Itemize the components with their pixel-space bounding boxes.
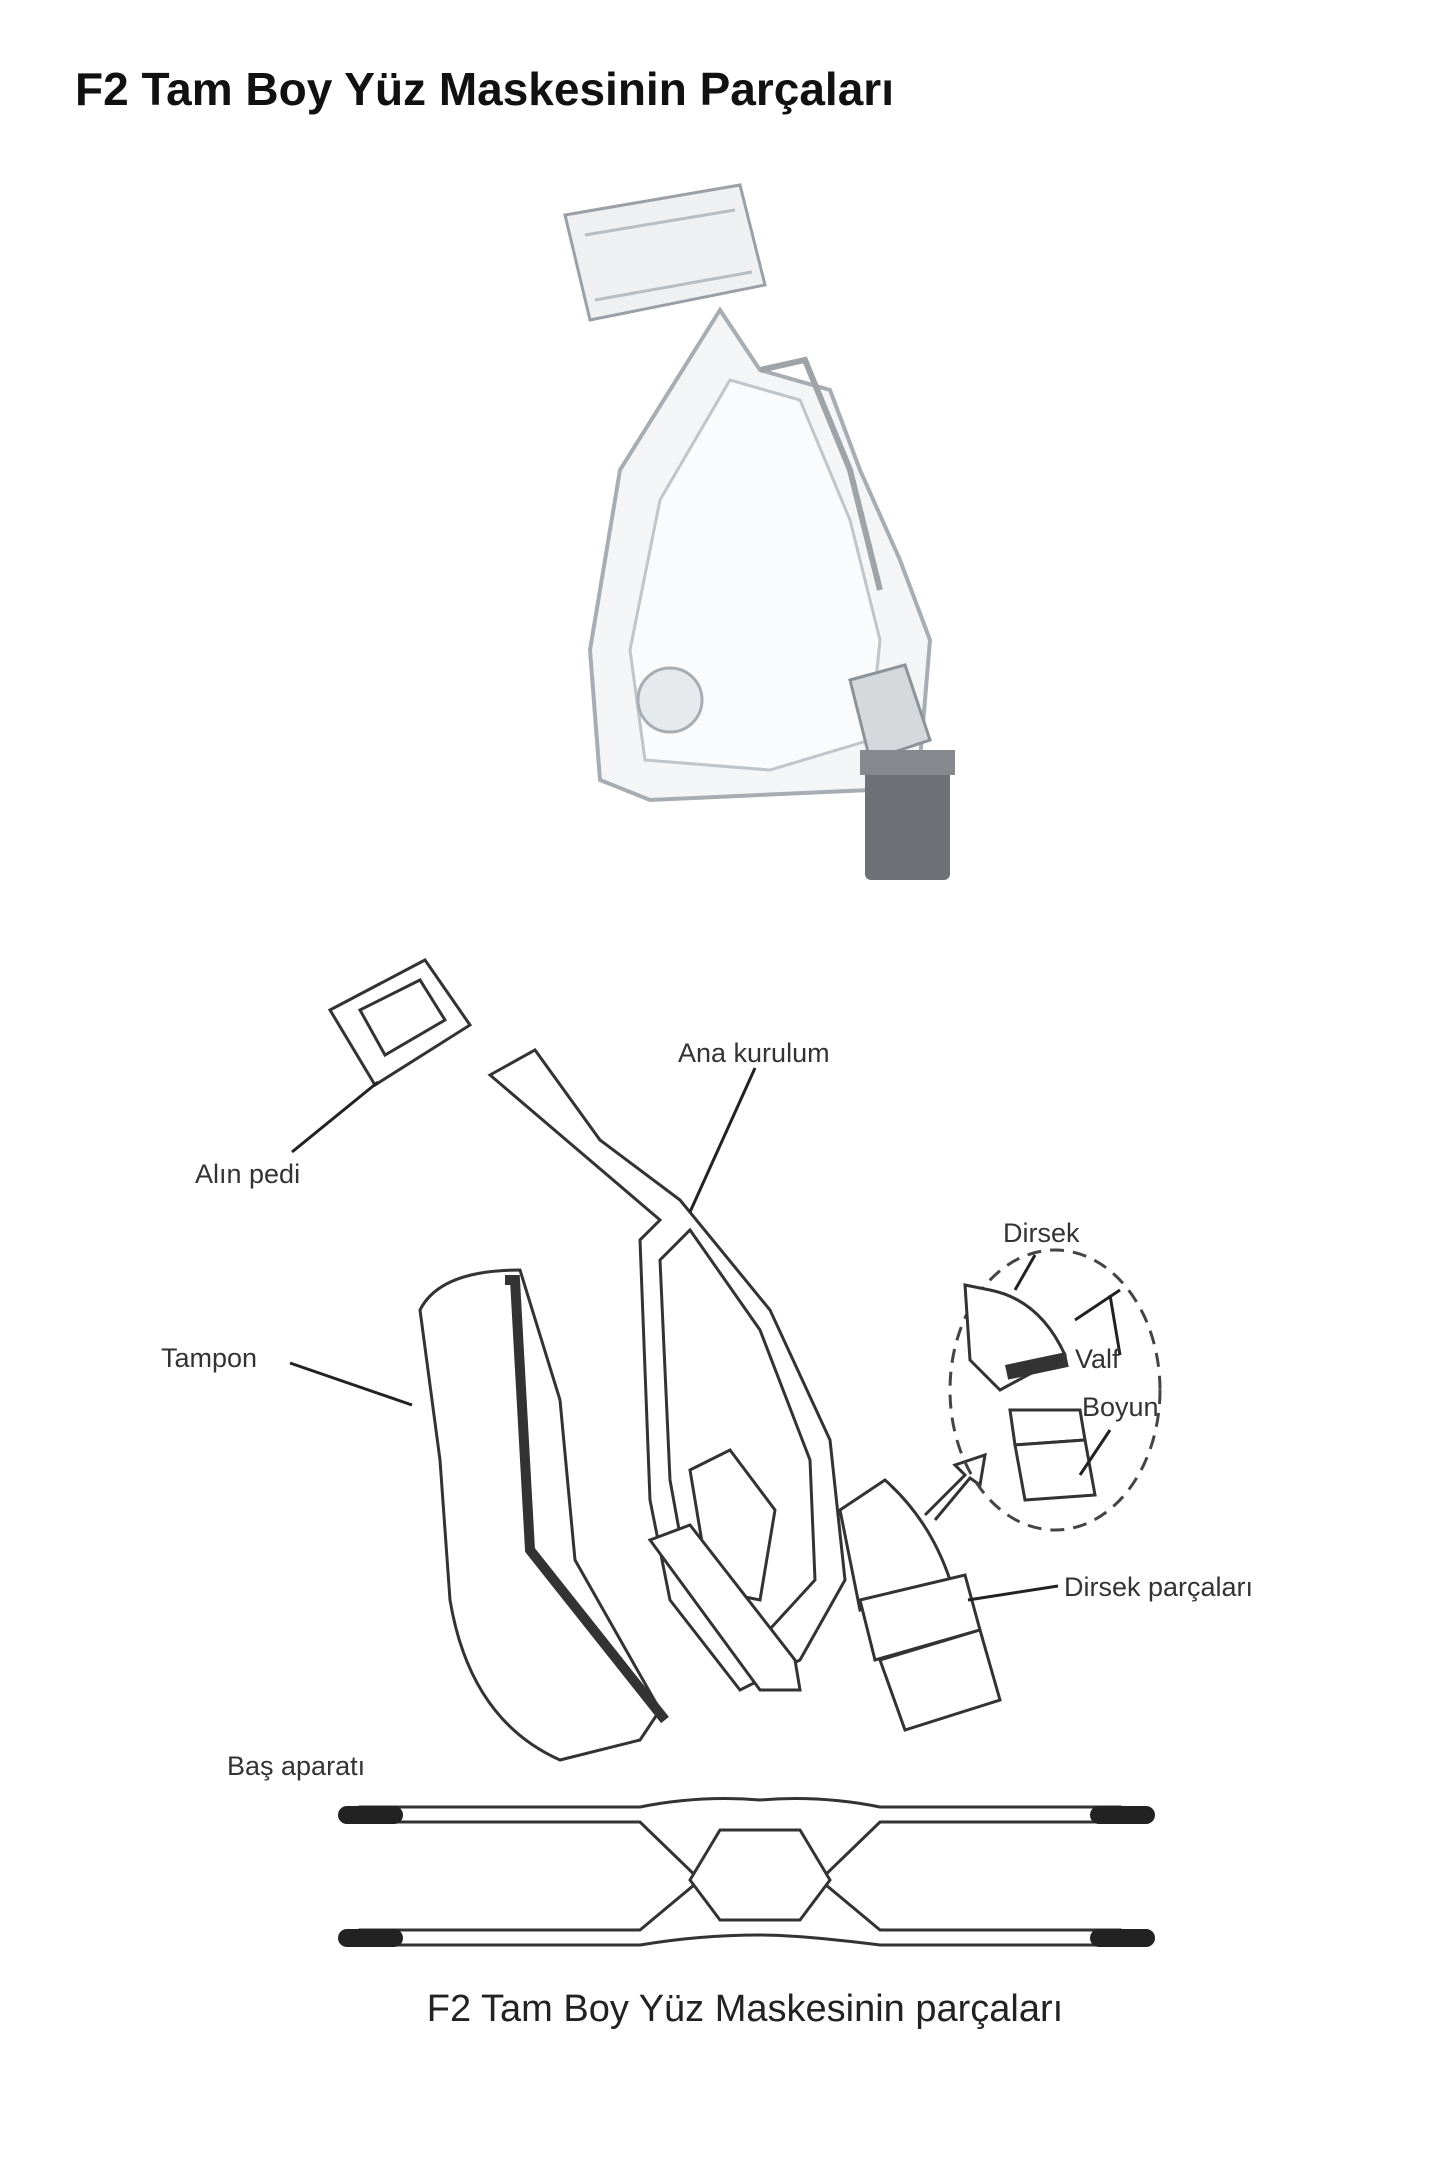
inset-ellipse [948,1248,1162,1532]
page-title: F2 Tam Boy Yüz Maskesinin Parçaları [75,63,894,115]
elbow-assembly-drawing [838,1452,1002,1732]
label-forehead-pad: Alın pedi [195,1159,300,1189]
label-valve: Valf [1075,1344,1120,1374]
label-elbow: Dirsek [1003,1218,1080,1248]
label-elbow-parts: Dirsek parçaları [1064,1572,1253,1602]
label-cushion: Tampon [161,1343,257,1373]
headgear-drawing [338,1797,1155,1947]
forehead-pad-drawing [327,958,473,1088]
figure-caption: F2 Tam Boy Yüz Maskesinin parçaları [426,1988,1064,2030]
elbow-parts-drawing [963,1254,1122,1502]
label-frame: Ana kurulum [678,1038,830,1068]
frame-drawing [487,1048,847,1692]
label-headgear: Baş aparatı [227,1751,365,1781]
mask-photo [563,183,955,880]
label-swivel: Boyun [1082,1392,1159,1422]
cushion-drawing [418,1268,669,1762]
